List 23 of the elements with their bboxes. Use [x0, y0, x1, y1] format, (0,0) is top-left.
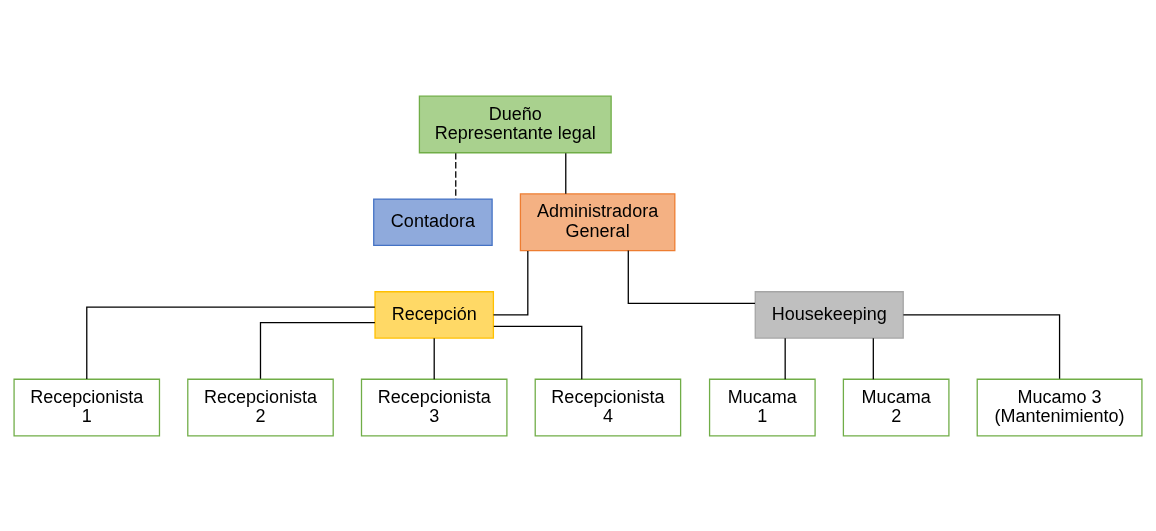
connector [492, 249, 529, 316]
connector [493, 325, 583, 380]
node-box: Dueño Representante legal [418, 95, 612, 153]
connector [259, 321, 376, 379]
connector [86, 306, 376, 380]
connector [565, 152, 567, 194]
node-box: Mucamo 3 (Mantenimiento) [976, 378, 1143, 436]
connector [902, 313, 1061, 379]
connector [627, 249, 756, 304]
node-box: Contadora [373, 197, 493, 246]
connector [455, 152, 457, 199]
node-box: Recepción [374, 290, 495, 339]
node-box: Recepcionista 2 [187, 378, 334, 436]
node-box: Recepcionista 4 [534, 378, 682, 436]
connector [872, 337, 874, 380]
node-box: Housekeeping [754, 290, 904, 339]
connector [784, 337, 786, 380]
node-box: Recepcionista 1 [13, 378, 161, 436]
connector [433, 337, 435, 380]
node-box: Mucama 1 [708, 378, 816, 436]
node-box: Recepcionista 3 [360, 378, 508, 436]
node-box: Administradora General [519, 192, 676, 251]
node-box: Mucama 2 [842, 378, 950, 436]
